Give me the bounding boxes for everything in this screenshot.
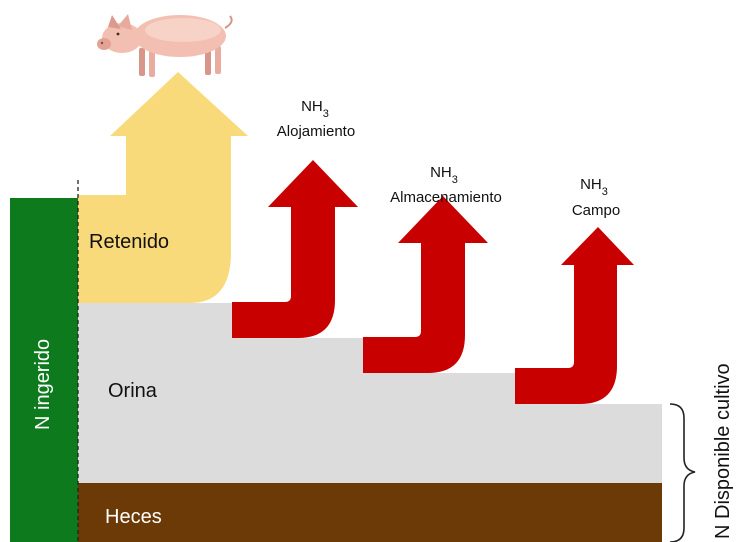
svg-text:NH3: NH3 — [430, 164, 458, 186]
emission-stage-label: Alojamiento — [277, 123, 355, 140]
emission-subscript: 3 — [323, 108, 329, 120]
urine-label: Orina — [108, 380, 158, 402]
emission-label-field: NH3 Campo — [572, 176, 620, 219]
emission-subscript: 3 — [452, 174, 458, 186]
pig-icon — [97, 14, 233, 77]
emission-formula: NH — [430, 164, 452, 181]
ammonia-arrow-housing — [232, 160, 358, 338]
feces-band — [78, 483, 662, 542]
ammonia-arrow-storage — [363, 196, 488, 373]
available-brace — [669, 403, 696, 542]
emission-label-housing: NH3 Alojamiento — [277, 98, 355, 140]
retained-arrow — [78, 72, 248, 303]
emission-stage-label: Almacenamiento — [390, 189, 502, 206]
ingested-label: N ingerido — [32, 339, 54, 430]
emission-subscript: 3 — [602, 186, 608, 198]
svg-text:NH3: NH3 — [301, 98, 329, 120]
feces-label: Heces — [105, 506, 162, 528]
emission-stage-label: Campo — [572, 202, 620, 219]
emission-formula: NH — [580, 176, 602, 193]
emission-label-storage: NH3 Almacenamiento — [390, 164, 502, 206]
ammonia-arrow-field — [515, 227, 634, 404]
svg-text:NH3: NH3 — [580, 176, 608, 198]
ingested-bar — [10, 198, 78, 542]
urine-area — [78, 303, 662, 483]
emission-formula: NH — [301, 98, 323, 115]
retained-label: Retenido — [89, 231, 169, 253]
available-label: N Disponible cultivo — [712, 363, 734, 539]
